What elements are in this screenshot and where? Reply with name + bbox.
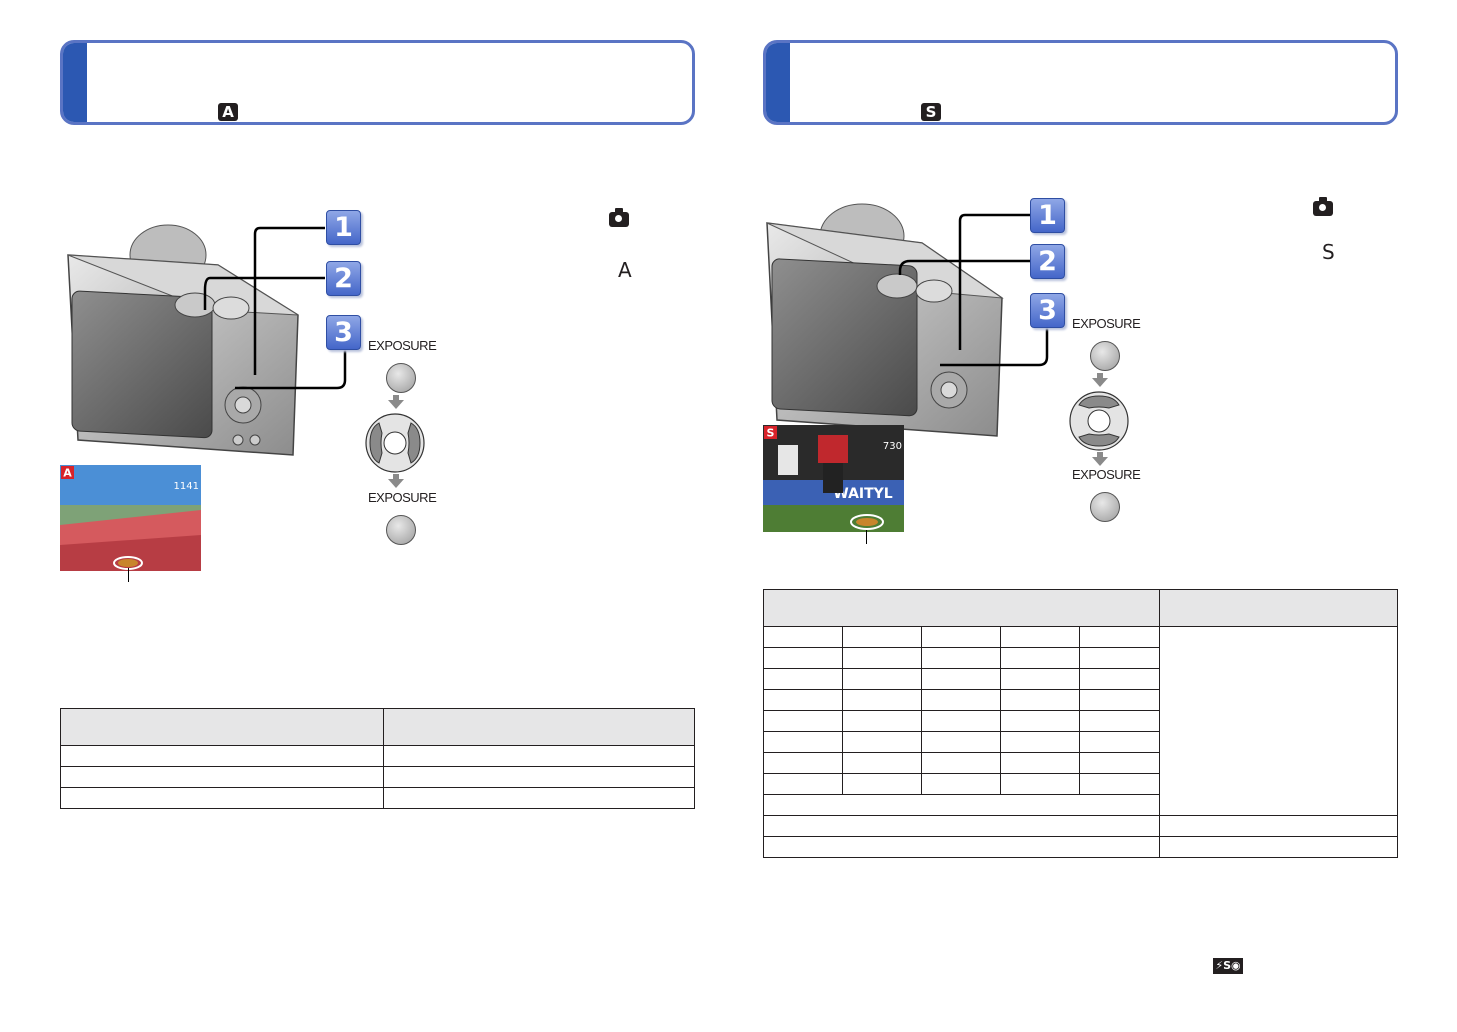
step-1-badge: 1 bbox=[326, 210, 361, 245]
step-2-badge: 2 bbox=[1030, 244, 1065, 279]
left-header-box: A bbox=[60, 40, 695, 125]
right-lcd-preview: WAITYL S 730 bbox=[763, 425, 904, 532]
right-header-tab bbox=[766, 43, 790, 122]
arrow-stem bbox=[1097, 373, 1103, 379]
shutter-mode-icon: S bbox=[921, 103, 941, 121]
camera-icon bbox=[1313, 197, 1333, 216]
svg-text:1141: 1141 bbox=[174, 481, 199, 492]
right-table bbox=[762, 589, 1399, 858]
arrow-down-icon bbox=[1092, 378, 1108, 387]
exposure-label-2: EXPOSURE bbox=[368, 490, 437, 505]
lcd-callout-line bbox=[128, 568, 129, 582]
left-step-connectors bbox=[203, 226, 347, 390]
exposure-button[interactable] bbox=[386, 515, 416, 545]
step-3-badge: 3 bbox=[1030, 293, 1065, 328]
exposure-button[interactable] bbox=[1090, 341, 1120, 371]
step-1-badge: 1 bbox=[1030, 198, 1065, 233]
arrow-down-icon bbox=[388, 479, 404, 488]
exposure-label-2: EXPOSURE bbox=[1072, 467, 1141, 482]
arrow-down-icon bbox=[388, 400, 404, 409]
arrow-stem bbox=[393, 395, 399, 401]
left-right-cursor-buttons[interactable] bbox=[364, 413, 426, 473]
svg-text:S: S bbox=[767, 427, 775, 440]
left-table bbox=[60, 708, 695, 809]
flash-slow-sync-icon: ⚡S◉ bbox=[1213, 958, 1243, 974]
up-down-cursor-buttons[interactable] bbox=[1068, 391, 1130, 451]
step-3-badge: 3 bbox=[326, 315, 361, 350]
right-header-box: S bbox=[763, 40, 1398, 125]
camera-icon bbox=[609, 208, 629, 227]
arrow-stem bbox=[1097, 452, 1103, 458]
dial-letter-a: A bbox=[618, 258, 632, 282]
svg-text:A: A bbox=[63, 467, 72, 480]
arrow-down-icon bbox=[1092, 457, 1108, 466]
step-2-badge: 2 bbox=[326, 261, 361, 296]
exposure-button[interactable] bbox=[1090, 492, 1120, 522]
aperture-mode-icon: A bbox=[218, 103, 238, 121]
right-camera-image bbox=[766, 203, 1004, 437]
exposure-label-1: EXPOSURE bbox=[368, 338, 437, 353]
left-header-tab bbox=[63, 43, 87, 122]
dial-letter-s: S bbox=[1322, 240, 1335, 264]
exposure-label-1: EXPOSURE bbox=[1072, 316, 1141, 331]
exposure-button[interactable] bbox=[386, 363, 416, 393]
left-camera-image bbox=[67, 224, 299, 456]
left-lcd-preview: A 1141 bbox=[60, 465, 201, 571]
right-step-connectors bbox=[898, 213, 1049, 367]
arrow-stem bbox=[393, 474, 399, 480]
svg-text:730: 730 bbox=[883, 441, 902, 452]
lcd-callout-line bbox=[866, 530, 867, 544]
svg-text:WAITYL: WAITYL bbox=[833, 486, 893, 502]
